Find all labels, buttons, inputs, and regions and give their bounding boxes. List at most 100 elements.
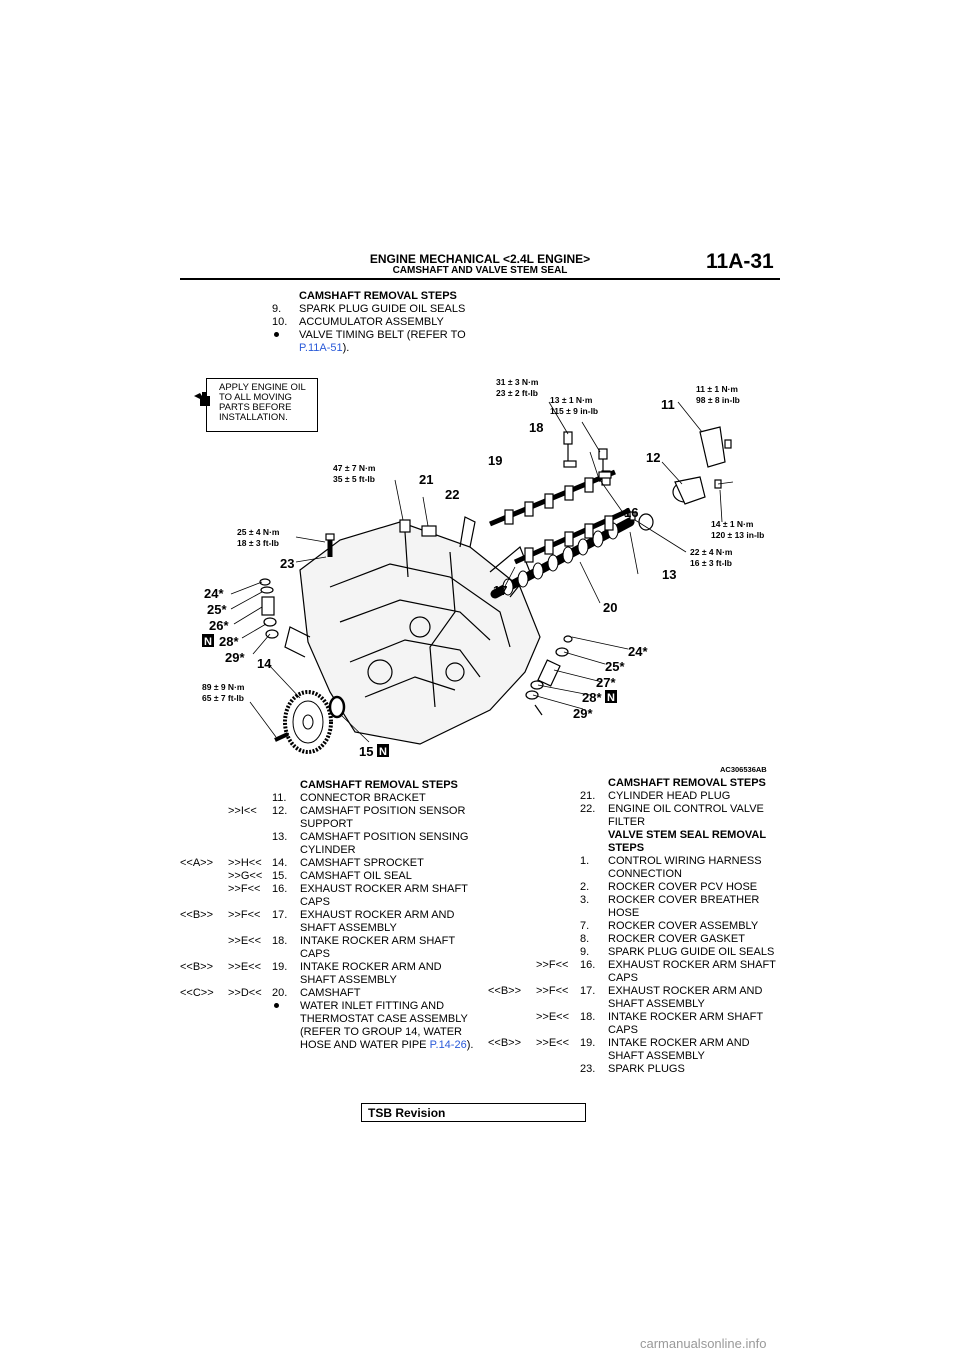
step-text: SPARK PLUGS [608,1063,685,1075]
step-number: 17. [580,985,596,997]
callout-28-right: 28* [582,690,602,705]
installation-service-point: >>E<< [536,1037,570,1049]
step-number: 14. [272,857,288,869]
step-text: CAMSHAFT SPROCKET [300,857,424,869]
torque-spec-line: 18 ± 3 ft-lb [237,538,279,548]
note-line: TO ALL MOVING [219,392,292,403]
table-row: >>E<<18.INTAKE ROCKER ARM SHAFT CAPS [180,935,480,961]
callout-15: 15 [359,744,373,759]
step-number: 9. [272,303,282,315]
torque-spec-line: 25 ± 4 N·m [237,527,280,537]
callout-24-right: 24* [628,644,648,659]
table-row: 11. CONNECTOR BRACKET [180,792,480,805]
step-number: 18. [580,1011,596,1023]
installation-service-point: >>F<< [228,883,261,895]
callout-25-right: 25* [605,659,625,674]
removal-service-point: <<B>> [488,1037,522,1049]
figure-id: AC306536AB [720,765,767,774]
torque-spec-line: 22 ± 4 N·m [690,547,733,557]
step-text: CONTROL WIRING HARNESS CONNECTION [608,855,762,880]
step-number: 18. [272,935,288,947]
step-text: CAMSHAFT POSITION SENSOR SUPPORT [300,805,466,830]
step-number: 10. [272,316,288,328]
callout-27-right: 27* [596,675,616,690]
page-reference-link[interactable]: P.11A-51 [299,342,343,354]
step-number: 16. [580,959,596,971]
torque-spec-line: 120 ± 13 in-lb [711,530,764,540]
torque-spec-line: 16 ± 3 ft-lb [690,558,732,568]
step-number: 22. [580,803,596,815]
step-number: 20. [272,987,288,999]
new-part-marks: N N N [202,634,617,758]
torque-spec-line: 115 ± 9 in-lb [550,406,598,416]
step-number: 23. [580,1063,596,1075]
step-text: SPARK PLUG GUIDE OIL SEALS [608,946,775,958]
callout-23: 23 [280,556,294,571]
table-row: 13.CAMSHAFT POSITION SENSING CYLINDER [180,831,480,857]
new-part-icon: N [379,746,387,758]
step-text: CAMSHAFT OIL SEAL [300,870,412,882]
table-row: >>I<<12.CAMSHAFT POSITION SENSOR SUPPORT [180,805,480,831]
table-row: <<A>>>>H<<14.CAMSHAFT SPROCKET [180,857,480,870]
list-item: WATER INLET FITTING AND THERMOSTAT CASE … [180,1000,480,1052]
list-item: 10. ACCUMULATOR ASSEMBLY [272,316,482,329]
intake-rocker-arm-assembly [489,469,616,527]
bullet-icon [274,1003,279,1008]
table-row: >>F<<16.EXHAUST ROCKER ARM SHAFT CAPS [180,883,480,909]
installation-service-point: >>F<< [228,909,261,921]
step-number: 19. [580,1037,596,1049]
callout-17: 17 [493,583,507,598]
step-number: 8. [580,933,590,945]
step-number: 7. [580,920,590,932]
step-text: EXHAUST ROCKER ARM SHAFT CAPS [608,959,776,984]
callout-25-left: 25* [207,602,227,617]
step-text: CAMSHAFT POSITION SENSING CYLINDER [300,831,469,856]
callout-16: 16 [624,505,638,520]
step-number: 11. [272,792,287,804]
new-part-icon: N [204,636,212,648]
callout-29-left: 29* [225,650,245,665]
note-line: INSTALLATION. [219,412,288,423]
step-text: ROCKER COVER PCV HOSE [608,881,758,893]
tsb-revision-box: TSB Revision [361,1103,586,1122]
installation-service-point: >>F<< [536,959,569,971]
step-text: ROCKER COVER BREATHER HOSE [608,894,760,919]
table-row: >>G<<15.CAMSHAFT OIL SEAL [180,870,480,883]
torque-spec-line: 13 ± 1 N·m [550,395,593,405]
step-text-tail: ). [466,1039,474,1051]
callout-14: 14 [257,656,272,671]
table-row: 9.SPARK PLUG GUIDE OIL SEALS [488,946,784,959]
step-text: VALVE TIMING BELT (REFER TO [299,329,466,341]
torque-spec-line: 98 ± 8 in-lb [696,395,740,405]
table-row: 1.CONTROL WIRING HARNESS CONNECTION [488,855,784,881]
steps-subtitle: VALVE STEM SEAL REMOVAL STEPS [608,829,766,854]
callout-28-left: 28* [219,634,239,649]
page-reference-link[interactable]: P.14-26 [429,1039,467,1051]
table-row: <<B>>>>E<<19.INTAKE ROCKER ARM AND SHAFT… [180,961,480,987]
camshaft-illustration [490,517,635,599]
removal-service-point: <<C>> [180,987,214,999]
table-row: 3.ROCKER COVER BREATHER HOSE [488,894,784,920]
step-number: 15. [272,870,288,882]
installation-service-point: >>H<< [228,857,262,869]
callout-leader-lines [230,401,734,743]
callout-12: 12 [646,450,660,465]
exhaust-rocker-arm-assembly [513,507,632,565]
section-subtitle: CAMSHAFT AND VALVE STEM SEAL [392,265,568,276]
removal-service-point: <<B>> [180,961,214,973]
step-text: INTAKE ROCKER ARM AND SHAFT ASSEMBLY [300,961,442,986]
callout-21: 21 [419,472,433,487]
torque-spec-line: 14 ± 1 N·m [711,519,754,529]
camshaft-removal-steps-left: CAMSHAFT REMOVAL STEPS 11. CONNECTOR BRA… [180,779,480,1052]
table-row: 8.ROCKER COVER GASKET [488,933,784,946]
step-number: 16. [272,883,288,895]
step-text: INTAKE ROCKER ARM SHAFT CAPS [300,935,455,960]
new-part-icon: N [607,692,615,704]
installation-service-point: >>I<< [228,805,257,817]
step-text: ENGINE OIL CONTROL VALVE FILTER [608,803,764,828]
steps-title: CAMSHAFT REMOVAL STEPS [608,777,766,789]
table-row: 22. ENGINE OIL CONTROL VALVE FILTER [488,803,784,829]
installation-service-point: >>E<< [228,961,262,973]
document-title: ENGINE MECHANICAL <2.4L ENGINE> [369,252,591,266]
camshaft-exploded-diagram: 11 12 13 14 15 16 17 18 19 20 21 22 23 2… [202,377,764,759]
